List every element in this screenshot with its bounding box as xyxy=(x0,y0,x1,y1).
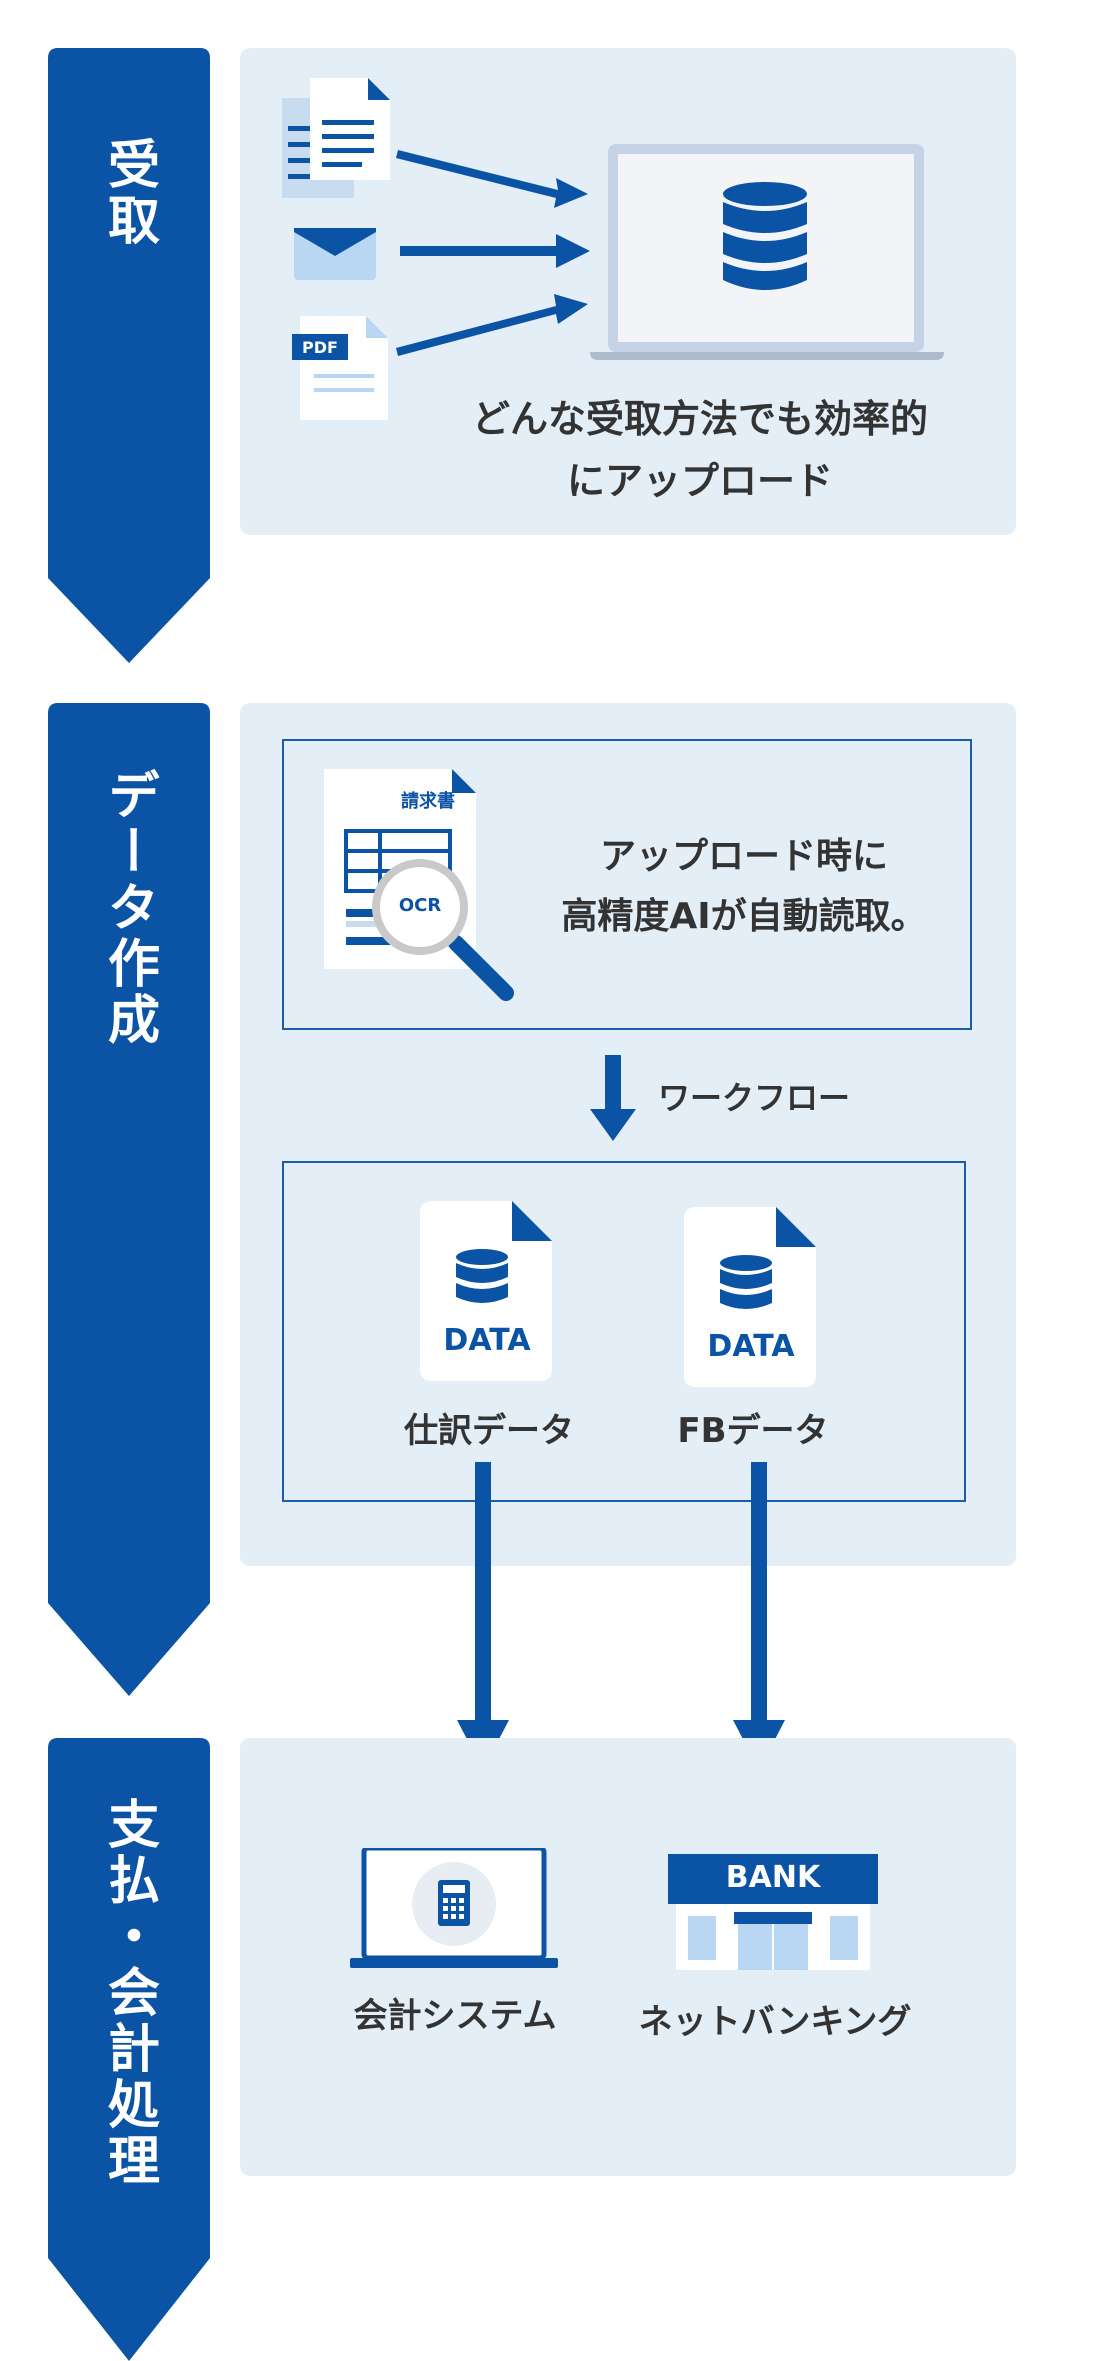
ocr-box: 請求書 OCR アップロード時に 高精度AIが自動読取。 xyxy=(282,739,972,1030)
accounting-laptop-icon xyxy=(350,1848,558,1968)
mail-icon xyxy=(294,228,376,280)
ocr-badge: OCR xyxy=(398,895,442,916)
data-creation-panel: 請求書 OCR アップロード時に 高精度AIが自動読取。 ワークフロー DATA… xyxy=(240,703,1016,1566)
stage-arrow-shape xyxy=(48,1738,210,2361)
receive-caption-line1: どんな受取方法でも効率的 xyxy=(471,397,928,441)
invoice-ocr-illustration xyxy=(324,769,514,1001)
stage-arrow-payment: 支払・会計処理 xyxy=(48,1738,210,2361)
pdf-file-icon xyxy=(292,316,388,420)
payment-panel: 会計システム BANK ネットバンキング xyxy=(240,1738,1016,2176)
fb-data-icon xyxy=(684,1207,816,1387)
arrow-icon xyxy=(396,150,590,356)
stage-arrow-receive: 受取 xyxy=(48,48,210,663)
stage-label-receive: 受取 xyxy=(98,137,159,249)
ocr-caption: アップロード時に 高精度AIが自動読取。 xyxy=(534,827,954,947)
receive-panel: PDF どんな受取方法でも効率的 にアップロード xyxy=(240,48,1016,535)
stage-label-data-creation: データ作成 xyxy=(98,768,159,1048)
stage-arrow-shape xyxy=(48,48,210,663)
journal-data-icon xyxy=(420,1201,552,1381)
accounting-system-label: 会計システム xyxy=(353,1996,557,2036)
journal-data-badge: DATA xyxy=(443,1323,531,1358)
ocr-caption-line1: アップロード時に xyxy=(599,836,888,877)
net-banking-label: ネットバンキング xyxy=(638,2002,912,2042)
document-icon xyxy=(282,78,390,198)
ocr-caption-line2: 高精度AIが自動読取。 xyxy=(561,896,927,937)
invoice-title: 請求書 xyxy=(401,791,455,812)
journal-to-accounting-arrow xyxy=(457,1462,509,1770)
receive-illustration xyxy=(282,78,944,420)
receive-caption-line2: にアップロード xyxy=(566,459,833,503)
fb-data-label: FBデータ xyxy=(677,1411,829,1451)
bank-sign: BANK xyxy=(725,1860,821,1895)
stage-arrow-data-creation: データ作成 xyxy=(48,703,210,1696)
receive-caption: どんな受取方法でも効率的 にアップロード xyxy=(420,388,980,512)
fb-to-banking-arrow xyxy=(733,1462,785,1770)
data-output-box: DATA 仕訳データ DATA FBデータ xyxy=(282,1161,966,1502)
bank-icon xyxy=(668,1854,878,1970)
workflow-arrow xyxy=(590,1055,636,1141)
database-icon xyxy=(723,182,807,290)
fb-data-badge: DATA xyxy=(707,1329,795,1364)
journal-data-label: 仕訳データ xyxy=(404,1411,574,1451)
pdf-badge: PDF xyxy=(302,337,338,357)
workflow-label: ワークフロー xyxy=(658,1079,851,1117)
stage-arrow-shape xyxy=(48,703,210,1696)
stage-label-payment: 支払・会計処理 xyxy=(98,1797,159,2189)
